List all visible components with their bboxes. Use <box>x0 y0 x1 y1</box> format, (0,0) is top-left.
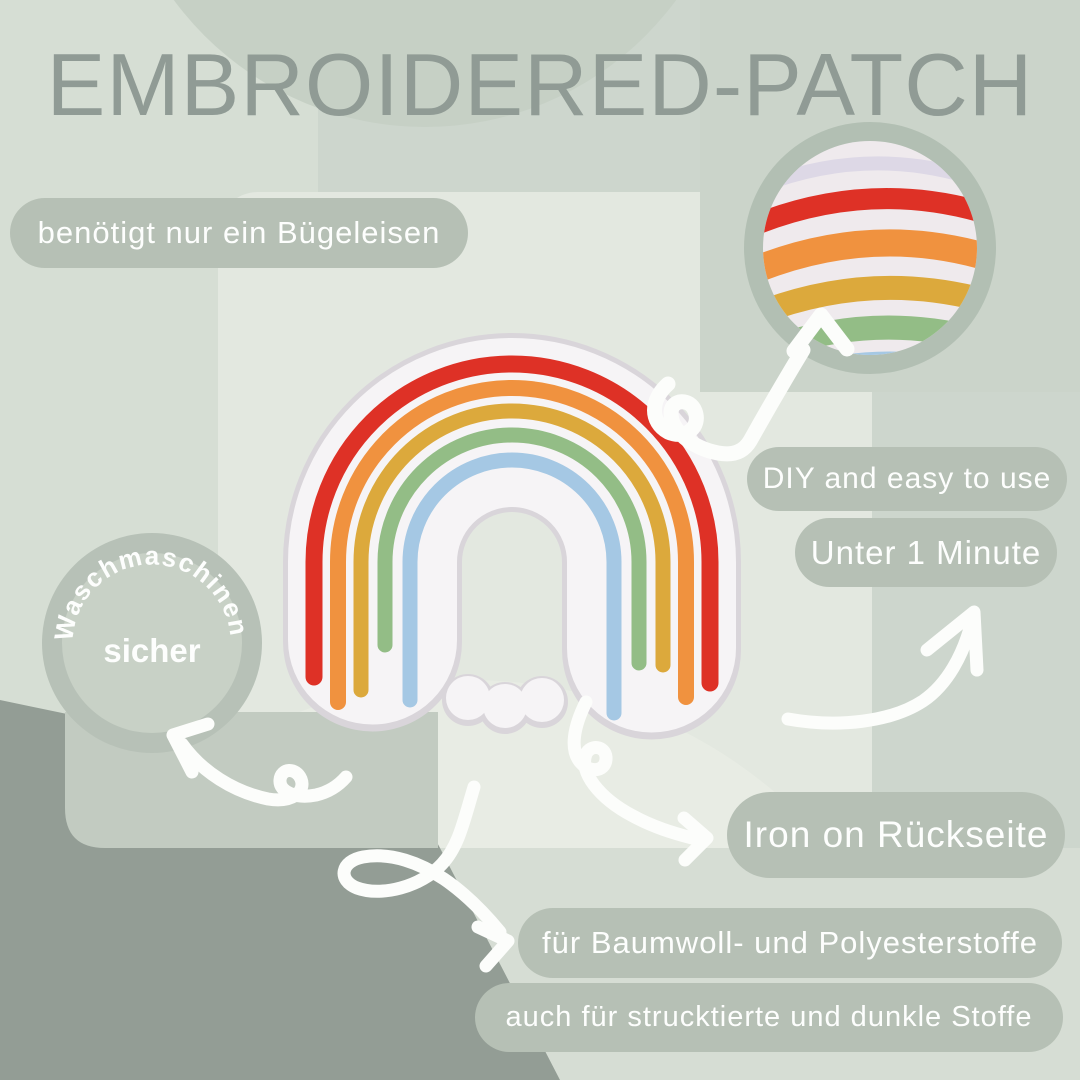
arrow-to-iron-on-pill-icon <box>567 695 714 867</box>
patch-scallop <box>483 684 527 728</box>
rainbow-patch <box>283 333 741 740</box>
top-circle-shape <box>173 0 677 127</box>
pill-fabric-types: für Baumwoll- und Polyesterstoffe <box>518 908 1062 978</box>
detail-stripe-red <box>763 188 977 236</box>
pill-diy-easy: DIY and easy to use <box>747 447 1067 511</box>
pill-under-minute: Unter 1 Minute <box>795 518 1057 587</box>
patch-band-blue <box>402 452 622 721</box>
pill-iron-needed: benötigt nur ein Bügeleisen <box>10 198 468 268</box>
patch-white-base <box>288 338 736 733</box>
patch-scallop <box>520 678 564 722</box>
annotation-arrows <box>166 307 984 973</box>
detail-stripe-gold <box>763 275 977 328</box>
stitch-detail-circle <box>744 122 996 374</box>
badge-inner-circle <box>62 553 242 733</box>
arrow-to-minute-pill-icon <box>781 605 984 730</box>
patch-scallop <box>446 676 490 720</box>
patch-band-green <box>377 427 647 671</box>
patch-band-orange <box>330 380 694 710</box>
patch-band-gold <box>353 403 671 698</box>
detail-stripe-orange <box>763 229 977 285</box>
washer-safe-badge: Waschmaschinen sicher <box>42 533 262 753</box>
pill-dark-fabrics: auch für strucktierte und dunkle Stoffe <box>475 983 1063 1052</box>
page-title: EMBROIDERED-PATCH <box>46 35 1034 134</box>
arrow-to-fabric-pill-icon <box>337 780 515 973</box>
arrow-to-washer-badge-icon <box>166 717 353 807</box>
patch-band-red <box>305 355 719 692</box>
pill-iron-on-back: Iron on Rückseite <box>727 792 1065 878</box>
badge-center-text: sicher <box>103 632 200 669</box>
arrow-to-detail-circle-icon <box>647 307 855 462</box>
